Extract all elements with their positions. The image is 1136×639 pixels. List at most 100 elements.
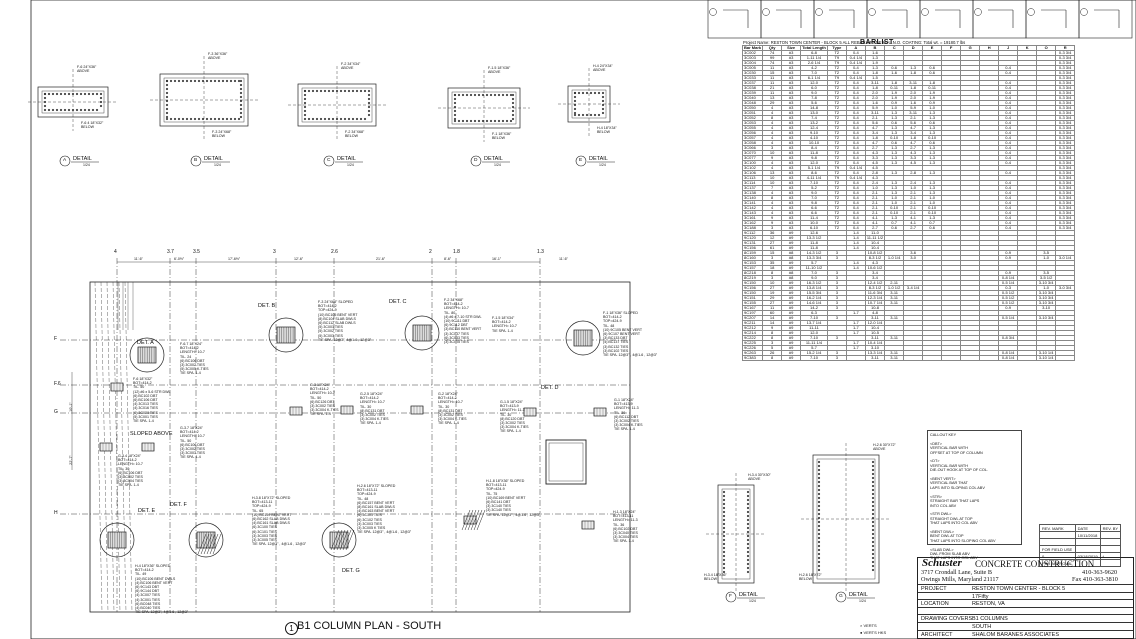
- rebar-dot: [817, 464, 821, 468]
- detail-scale: 1/24: [214, 163, 221, 167]
- plan-detail-tag: DET. G: [342, 568, 360, 574]
- rebar-dot: [165, 103, 169, 107]
- detail-note-below: H-4 18"X34" BELOW: [597, 126, 617, 135]
- column-note: H-3.8 18"X72" SLOPED BOT=413-11 TOP=424-…: [252, 496, 307, 547]
- rebar-dot: [473, 93, 477, 97]
- rebar-dot: [722, 530, 726, 534]
- title-block-key: ARCHITECT: [921, 631, 953, 638]
- rebar-dot: [43, 92, 47, 96]
- rebar-dot: [165, 83, 169, 87]
- rebar-dot: [871, 552, 875, 556]
- rebar-dot: [871, 508, 875, 512]
- rebar-dot: [871, 504, 875, 508]
- detail-note-below: F-2 34"X68" BELOW: [345, 130, 365, 139]
- pile-line: [112, 281, 121, 613]
- revision-cell: 10/11/2018: [1074, 531, 1101, 539]
- detail-letter: C: [327, 158, 331, 163]
- title-block-value: B1 COLUMNS: [972, 616, 1008, 623]
- rebar-dot: [481, 119, 485, 123]
- rebar-dot: [871, 488, 875, 492]
- detail-label: DETAIL: [204, 156, 223, 162]
- legend-symbol-icon: ×: [860, 623, 864, 628]
- plan-detail-tag: SLOPED ABOVE: [130, 431, 173, 437]
- grid-dimension: 11'-6": [559, 257, 568, 261]
- company-logo: Schuster: [922, 557, 962, 569]
- rebar-dot: [201, 79, 205, 83]
- rebar-dot: [461, 119, 465, 123]
- rebar-dot: [871, 560, 875, 564]
- revision-cell: [1099, 545, 1122, 553]
- rebar-dot: [303, 105, 307, 109]
- rebar-dot: [239, 111, 243, 115]
- rebar-dot: [722, 534, 726, 538]
- detail-bubble: [575, 155, 587, 167]
- plan-number: 1: [285, 622, 298, 635]
- detail-note-below: F-6 4 18"X32" BELOW: [81, 121, 104, 130]
- rebar-dot: [722, 522, 726, 526]
- rebar-dot: [577, 91, 581, 95]
- rebar-dot: [722, 554, 726, 558]
- detail-note-above: H-4 24"X34" ABOVE: [593, 64, 613, 73]
- rebar-dot: [581, 91, 585, 95]
- rebar-dot: [303, 113, 307, 117]
- shape-number: [815, 8, 823, 16]
- detail-bubble-circle: [99, 522, 135, 558]
- rebar-dot: [205, 79, 209, 83]
- rebar-dot: [817, 484, 821, 488]
- hatch-line: [345, 529, 355, 551]
- barlist-cell: #9: [781, 355, 802, 361]
- rebar-dot: [722, 570, 726, 574]
- barlist-cell: 12-4 1/2: [864, 280, 886, 286]
- title-block-row: 17Fifty: [918, 591, 1133, 600]
- rebar-dot: [201, 117, 205, 121]
- bar-shape-box: [760, 0, 815, 39]
- rebar-dot: [79, 108, 83, 112]
- title-block-key: LOCATION: [921, 601, 949, 608]
- rebar-dot: [722, 510, 726, 514]
- rebar-dot: [505, 93, 509, 97]
- rebar-dot: [722, 518, 726, 522]
- rebar-dot: [315, 117, 319, 121]
- rebar-dot: [871, 460, 875, 464]
- rebar-dot: [173, 79, 177, 83]
- rebar-dot: [722, 502, 726, 506]
- grid-dimension: 12'-6": [294, 257, 304, 261]
- pile-line: [118, 281, 127, 613]
- column: [107, 531, 127, 549]
- rebar-dot: [343, 117, 347, 121]
- revision-row: 10/11/2018: [1039, 531, 1122, 539]
- shape-number: [921, 8, 929, 16]
- column-note: H-1.8 18"X36" SLOPED BOT=413-11 TOP=424-…: [486, 479, 541, 517]
- rebar-dot: [489, 93, 493, 97]
- revision-row: [1039, 538, 1122, 546]
- rebar-dot: [722, 494, 726, 498]
- rebar-dot: [303, 109, 307, 113]
- rebar-dot: [339, 117, 343, 121]
- rebar-dot: [817, 492, 821, 496]
- detail-bubble: [725, 591, 737, 603]
- rebar-dot: [511, 117, 515, 121]
- rebar-dot: [593, 91, 597, 95]
- grid-dimension: 10'-1": [68, 402, 73, 412]
- bar-shape-box: [1025, 0, 1080, 39]
- barlist-cell: 12-0 1/4: [864, 320, 886, 326]
- barlist-cell: 3: [826, 355, 847, 361]
- column-note: H-1.3 18"X24" BOT=413-11 LENGTH= 11-3 TI…: [613, 510, 638, 544]
- rebar-dot: [817, 568, 821, 572]
- hatch-line: [197, 533, 207, 555]
- shape-number: [709, 8, 717, 16]
- shape-number: [1080, 8, 1088, 16]
- rebar-dot: [177, 79, 181, 83]
- detail-bubble-circle: [565, 320, 601, 356]
- rebar-dot: [165, 115, 169, 119]
- rebar-dot: [169, 79, 173, 83]
- detail-letter: B: [194, 158, 198, 163]
- grid-column-label: 2.6: [331, 249, 338, 255]
- rebar-dot: [457, 119, 461, 123]
- rebar-dot: [817, 504, 821, 508]
